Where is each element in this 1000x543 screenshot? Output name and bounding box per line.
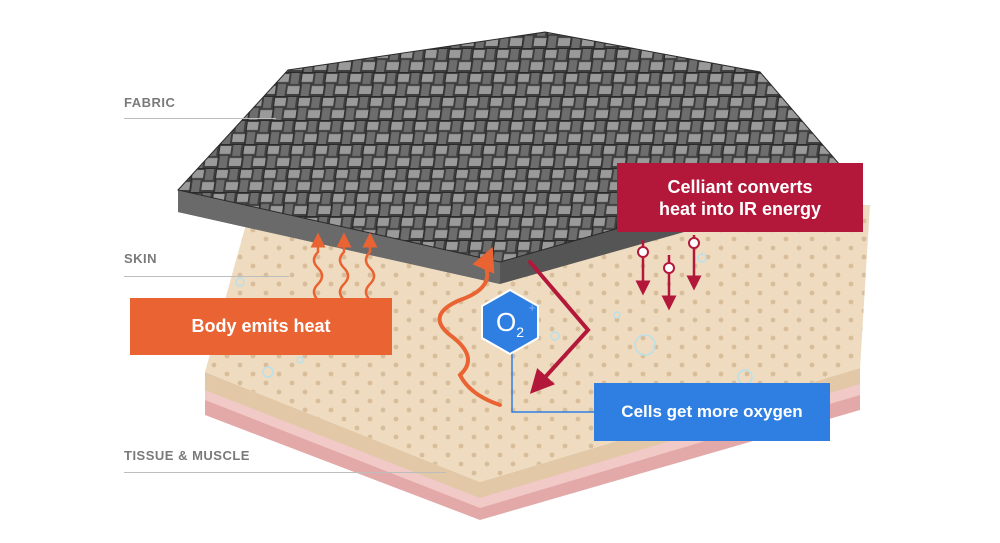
body-heat-callout: Body emits heat [130,298,392,355]
heat-wave-arrows [310,232,378,301]
ir-return-arrow [528,260,591,394]
oxygen-symbol-charge: + [528,300,536,315]
oxygen-callout: Cells get more oxygen [594,383,830,441]
plus-icon [663,262,675,274]
celliant-callout-line1: Celliant converts [667,176,813,197]
celliant-callout: Celliant converts heat into IR energy [617,163,863,232]
heat-wave-icon [336,232,352,301]
oxygen-symbol-letter: O [495,307,517,337]
fabric-label-rule [124,118,276,119]
oxygen-connector [511,345,594,413]
oxygen-molecule-icon [481,288,539,356]
oxygen-symbol: O2+ [488,300,536,342]
oxygen-symbol-subscript: 2 [516,324,525,340]
celliant-callout-line2: heat into IR energy [658,198,822,219]
ir-energy-arrows [635,235,702,311]
skin-label: SKIN [124,251,158,266]
heat-to-fabric-arrow [437,246,502,407]
tissue-label: TISSUE & MUSCLE [124,448,250,463]
heat-wave-icon [362,232,378,301]
tissue-layer [205,380,860,520]
plus-icon [637,246,649,258]
heat-wave-icon [310,232,326,301]
tissue-label-rule [124,472,446,473]
fabric-label: FABRIC [124,95,176,110]
skin-label-rule [124,276,289,277]
plus-icon [688,237,700,249]
